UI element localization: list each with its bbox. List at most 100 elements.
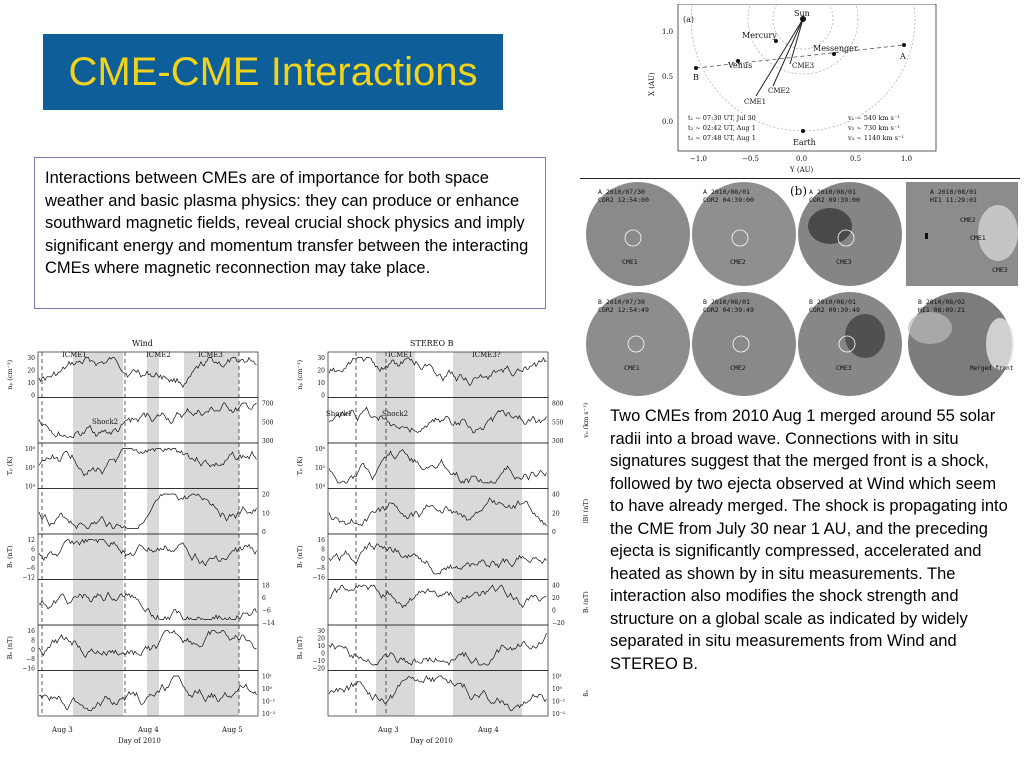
stamp-a1-time: COR2 12:54:00 [598, 196, 649, 204]
stamp-b2-time: COR2 04:39:49 [703, 306, 754, 314]
tick-label: 18 [262, 583, 270, 590]
tick-label: 30 [317, 355, 325, 362]
image-b-cor2-1: B 2010/07/30 COR2 12:54:49 CME1 [586, 292, 690, 396]
spacecraft-b-label: B [693, 73, 699, 82]
label-b4: Merged front [970, 365, 1014, 372]
label-a4: CME1 [970, 234, 986, 242]
sun-label: Sun [794, 9, 810, 18]
tick-label: −14 [262, 620, 275, 627]
tick-label: 700 [262, 401, 274, 408]
tick-label: 0 [321, 556, 325, 563]
figure-caption: Two CMEs from 2010 Aug 1 merged around 5… [610, 407, 1008, 673]
axis-label: Bᵣ (nT) [6, 545, 14, 568]
orbit-figure: (a) Sun Mercury Venus Messenger Earth A … [648, 4, 937, 174]
earth-label: Earth [793, 138, 816, 147]
label-a1: CME1 [622, 258, 638, 266]
data-trace [38, 493, 257, 530]
stereo-b-marker [694, 66, 698, 70]
tick-label: 10⁻² [552, 711, 566, 718]
orbit-panel-label: (a) [683, 15, 694, 24]
stereo-a-marker [902, 43, 906, 47]
axis-label: Bₜ (nT) [582, 591, 588, 614]
mercury-marker [774, 39, 778, 43]
tick-label: 10⁻² [262, 711, 276, 718]
orbit-plot-frame [677, 4, 937, 152]
stamp-b4: B 2010/08/02 [918, 298, 965, 306]
tick-label: 6 [262, 595, 266, 602]
stereo-region-2: ICME3? [472, 351, 501, 359]
tick-label: 10¹ [552, 674, 562, 681]
tick-label: −20 [552, 620, 565, 627]
time-1: t₁ ~ 07:30 UT, Jul 30 [688, 114, 756, 122]
stamp-a3-time: COR2 09:39:00 [809, 196, 860, 204]
tick-label: 12 [27, 537, 35, 544]
stamp-a2: A 2010/08/01 [703, 188, 750, 196]
grid-panel-label: (b) [790, 184, 807, 198]
stamp-a1: A 2010/07/30 [598, 188, 645, 196]
cme3-label: CME3 [792, 62, 814, 70]
x-tick-4: 1.0 [901, 155, 912, 163]
panel-frame [37, 670, 259, 717]
label-b3: CME3 [836, 364, 852, 372]
stereo-title: STEREO B [410, 339, 454, 348]
stamp-b3: B 2010/08/01 [809, 298, 856, 306]
cme1-arrow [755, 18, 804, 97]
wind-shock-label: Shock2 [92, 418, 118, 426]
wind-xtick-3: Aug 5 [221, 726, 243, 734]
wind-xlabel: Day of 2010 [118, 737, 161, 745]
tick-label: −6 [26, 565, 35, 572]
tick-label: 20 [552, 510, 560, 517]
wind-region-2: ICME2 [146, 351, 171, 359]
coronagraph-grid: (b) A 2010/07/30 COR2 12:54:00 CME1 A 20… [580, 178, 1020, 400]
label-a2: CME2 [730, 258, 746, 266]
image-a-cor2-2: A 2010/08/01 COR2 04:39:00 CME2 [692, 182, 796, 286]
tick-label: 20 [552, 595, 560, 602]
axis-label: nₚ (cm⁻³) [296, 359, 304, 389]
data-trace [38, 538, 257, 567]
tick-label: 0 [31, 647, 35, 654]
tick-label: 10¹ [262, 674, 272, 681]
tick-label: 8 [321, 546, 325, 553]
label-a3: CME3 [836, 258, 852, 266]
stereo-xtick-1: Aug 3 [377, 726, 399, 734]
x-tick-0: −1.0 [690, 155, 707, 163]
wind-title: Wind [132, 339, 153, 348]
cme3-arrow [789, 18, 804, 65]
tick-label: 10 [317, 380, 325, 387]
x-tick-2: 0.0 [796, 155, 807, 163]
tick-label: 10⁴ [25, 484, 36, 491]
axis-label: vₚ (km s⁻¹) [582, 402, 588, 438]
data-trace [38, 448, 257, 477]
stamp-a4-time: HI1 11:29:01 [930, 196, 977, 204]
image-b-hi1: B 2010/08/02 HI1 08:09:21 Merged front [908, 292, 1014, 396]
wind-xtick-2: Aug 4 [137, 726, 159, 734]
tick-label: 16 [27, 628, 35, 635]
tick-label: 10 [262, 510, 270, 517]
tick-label: 20 [317, 368, 325, 375]
speed-3: v₃ ~ 1140 km s⁻¹ [847, 134, 904, 142]
stamp-a2-time: COR2 04:39:00 [703, 196, 754, 204]
venus-orbit [747, 4, 859, 75]
tick-label: 10 [317, 643, 325, 650]
tick-label: 10⁻¹ [552, 699, 565, 706]
tick-label: 800 [552, 401, 564, 408]
cme1-label: CME1 [744, 98, 766, 106]
tick-label: 10⁵ [315, 465, 326, 472]
tick-label: 0 [262, 529, 266, 536]
tick-label: 10⁴ [315, 484, 326, 491]
axis-label: Bᵣ (nT) [296, 545, 304, 568]
title-banner: CME-CME Interactions [43, 34, 503, 110]
messenger-marker [832, 52, 836, 56]
data-trace [328, 448, 547, 484]
stereo-shock-2: Shock2 [382, 410, 408, 418]
tick-label: 20 [317, 636, 325, 643]
earth-marker [801, 129, 805, 133]
tick-label: −20 [312, 666, 325, 673]
stamp-b3-time: COR2 09:39:49 [809, 306, 860, 314]
data-trace [328, 541, 547, 575]
tick-label: 0 [31, 556, 35, 563]
time-3: t₃ ~ 07:48 UT, Aug 1 [688, 134, 756, 142]
tick-label: 10⁻¹ [262, 699, 275, 706]
image-a-cor2-1: A 2010/07/30 COR2 12:54:00 CME1 [586, 182, 690, 286]
